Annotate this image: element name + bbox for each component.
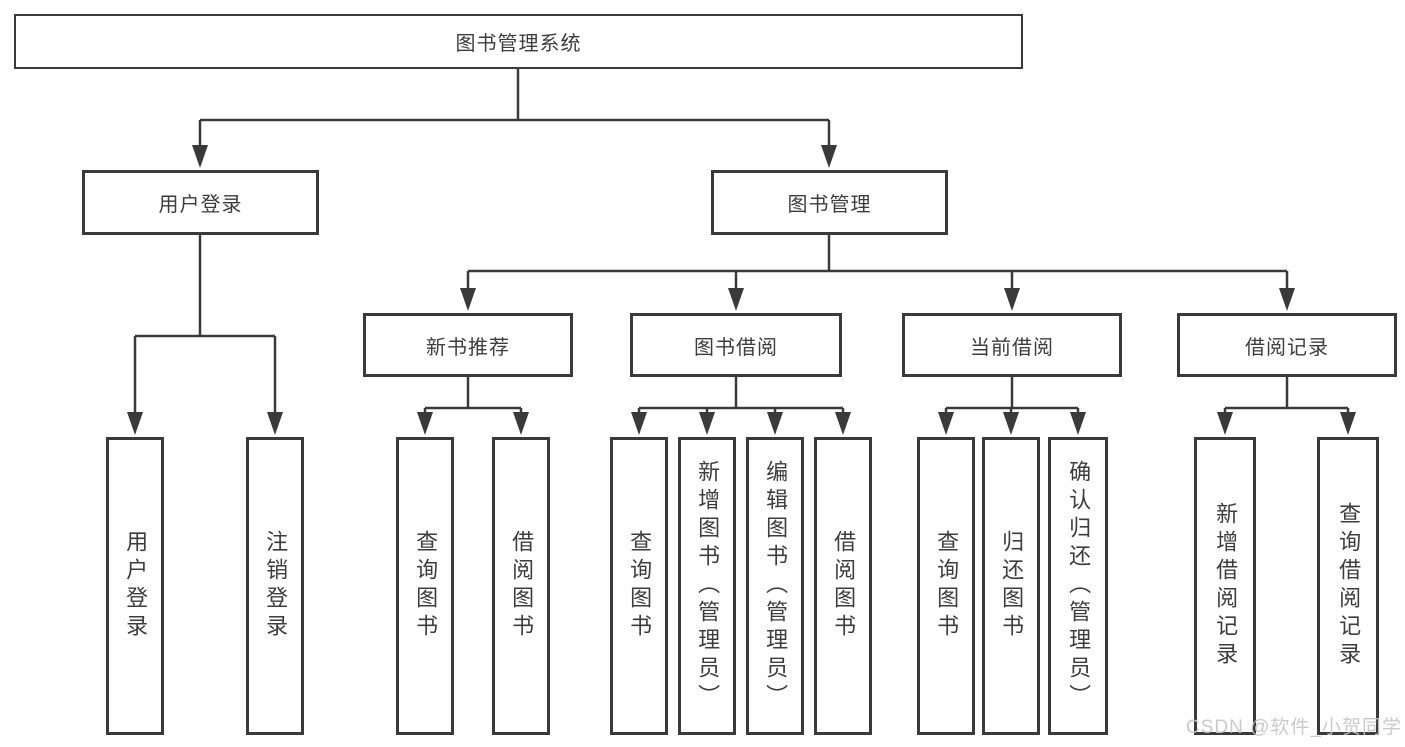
leaf-return-books: 归还图书 bbox=[982, 437, 1040, 735]
node-label: 用户登录 bbox=[158, 194, 243, 216]
node-library-management-system: 图书管理系统 bbox=[14, 14, 1023, 69]
leaf-add-borrow-record: 新增借阅记录 bbox=[1194, 437, 1256, 735]
node-user-login: 用户登录 bbox=[82, 170, 319, 235]
node-new-book-recommend: 新书推荐 bbox=[363, 313, 573, 377]
leaf-label: 编辑图书（管理员） bbox=[763, 460, 789, 712]
leaf-borrow-books-recommend: 借阅图书 bbox=[492, 437, 550, 735]
leaf-label: 查询借阅记录 bbox=[1336, 502, 1362, 670]
leaf-label: 注销登录 bbox=[263, 530, 289, 642]
leaf-label: 新增借阅记录 bbox=[1213, 502, 1239, 670]
leaf-label: 归还图书 bbox=[999, 530, 1025, 642]
leaf-query-borrow-record: 查询借阅记录 bbox=[1317, 437, 1379, 735]
leaf-label: 用户登录 bbox=[123, 530, 149, 642]
csdn-watermark: CSDN @软件_小贺同学 bbox=[1186, 717, 1402, 738]
leaf-label: 查询图书 bbox=[934, 530, 960, 642]
leaf-user-login: 用户登录 bbox=[106, 437, 164, 735]
leaf-label: 新增图书（管理员） bbox=[695, 460, 721, 712]
leaf-label: 查询图书 bbox=[413, 530, 439, 642]
leaf-query-books-recommend: 查询图书 bbox=[396, 437, 454, 735]
node-borrow-record: 借阅记录 bbox=[1177, 313, 1397, 377]
node-label: 图书借阅 bbox=[694, 336, 778, 359]
node-label: 图书管理系统 bbox=[455, 33, 582, 55]
leaf-label: 确认归还（管理员） bbox=[1066, 460, 1092, 712]
leaf-logout: 注销登录 bbox=[246, 437, 304, 735]
node-book-management: 图书管理 bbox=[711, 170, 948, 235]
node-label: 新书推荐 bbox=[426, 336, 510, 359]
leaf-borrow-books: 借阅图书 bbox=[814, 437, 872, 735]
node-label: 当前借阅 bbox=[970, 336, 1054, 359]
node-book-borrow: 图书借阅 bbox=[630, 313, 842, 377]
leaf-label: 借阅图书 bbox=[831, 530, 857, 642]
node-label: 借阅记录 bbox=[1245, 336, 1329, 359]
node-label: 图书管理 bbox=[787, 194, 872, 216]
leaf-query-books-borrow: 查询图书 bbox=[610, 437, 668, 735]
leaf-edit-books-admin: 编辑图书（管理员） bbox=[746, 437, 804, 735]
leaf-add-books-admin: 新增图书（管理员） bbox=[678, 437, 736, 735]
leaf-query-books-current: 查询图书 bbox=[917, 437, 975, 735]
node-current-borrow: 当前借阅 bbox=[902, 313, 1122, 377]
leaf-label: 借阅图书 bbox=[509, 530, 535, 642]
leaf-label: 查询图书 bbox=[627, 530, 653, 642]
leaf-confirm-return-admin: 确认归还（管理员） bbox=[1048, 437, 1108, 735]
